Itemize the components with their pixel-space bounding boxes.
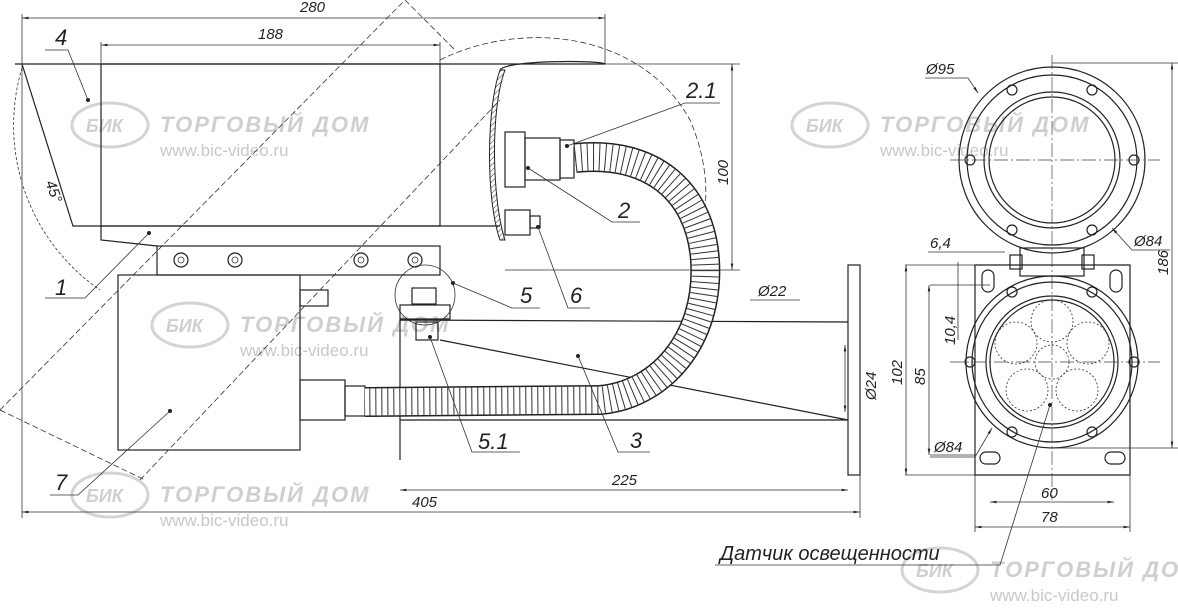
top-flange <box>958 66 1146 254</box>
power-box <box>117 274 301 451</box>
watermark-url: www.bic-video.ru <box>239 341 369 360</box>
front-view: Ø95 Ø84 186 6,4 10,4 85 102 Ø84 60 78 Да… <box>715 55 1178 566</box>
dim-60: 60 <box>1041 485 1058 502</box>
screws <box>964 84 1140 438</box>
dim-d84-top: Ø84 <box>1133 233 1162 250</box>
watermark: БИК ТОРГОВЫЙ ДОМ www.bic-video.ru <box>790 101 1090 160</box>
watermark-logo: БИК <box>86 116 125 136</box>
callouts: 4 1 2.1 2 6 5 5.1 3 7 <box>45 25 720 496</box>
watermark-logo: БИК <box>916 561 955 581</box>
dim-225: 225 <box>611 472 638 489</box>
callout-4: 4 <box>55 25 67 50</box>
watermark-url: www.bic-video.ru <box>159 141 289 160</box>
callout-2: 2 <box>617 198 630 223</box>
light-sensor-label: Датчик освещенности <box>718 543 940 565</box>
camera-housing <box>100 63 441 227</box>
dim-d95: Ø95 <box>925 61 955 78</box>
bolts <box>173 252 423 268</box>
dim-102: 102 <box>889 359 906 385</box>
callout-3: 3 <box>630 428 643 453</box>
dim-10-4: 10,4 <box>942 316 959 345</box>
callout-6: 6 <box>570 283 583 308</box>
bracket-plate <box>156 245 441 276</box>
watermark-logo: БИК <box>166 316 205 336</box>
dim-280: 280 <box>299 0 326 16</box>
callout-5-1: 5.1 <box>478 429 509 454</box>
watermark-company: ТОРГОВЫЙ ДОМ <box>990 556 1178 582</box>
callout-2-1: 2.1 <box>685 78 717 103</box>
dim-78: 78 <box>1041 509 1058 526</box>
flexible-conduit <box>364 142 721 417</box>
callout-1: 1 <box>55 275 67 300</box>
watermark-url: www.bic-video.ru <box>159 511 289 530</box>
watermark: БИК ТОРГОВЫЙ ДОМ www.bic-video.ru <box>150 301 450 360</box>
dim-186: 186 <box>1155 249 1172 275</box>
mount-pole <box>399 319 849 460</box>
dim-d22: Ø22 <box>757 283 787 300</box>
watermark-company: ТОРГОВЫЙ ДОМ <box>880 111 1090 137</box>
dim-d84-bottom: Ø84 <box>933 439 962 456</box>
side-view: 280 188 45° 100 Ø22 Ø24 225 405 4 1 2.1 … <box>0 0 880 518</box>
dim-188: 188 <box>258 26 284 43</box>
watermark-url: www.bic-video.ru <box>989 586 1119 605</box>
watermark: БИК ТОРГОВЫЙ ДОМ www.bic-video.ru <box>900 546 1178 605</box>
watermark-company: ТОРГОВЫЙ ДОМ <box>160 481 370 507</box>
dim-6-4: 6,4 <box>930 235 951 252</box>
watermark-logo: БИК <box>86 486 125 506</box>
dim-45: 45° <box>42 178 66 205</box>
watermarks: БИК ТОРГОВЫЙ ДОМ www.bic-video.ru БИК ТО… <box>70 101 1178 605</box>
dim-405: 405 <box>412 494 438 511</box>
wall-plate <box>847 264 861 476</box>
watermark-url: www.bic-video.ru <box>879 141 1009 160</box>
dim-d24: Ø24 <box>863 372 880 401</box>
watermark-company: ТОРГОВЫЙ ДОМ <box>240 311 450 337</box>
ir-led-array <box>994 299 1110 412</box>
watermark-company: ТОРГОВЫЙ ДОМ <box>160 111 370 137</box>
watermark: БИК ТОРГОВЫЙ ДОМ www.bic-video.ru <box>70 101 370 160</box>
watermark-logo: БИК <box>806 116 845 136</box>
dim-85: 85 <box>912 368 929 385</box>
callout-7: 7 <box>55 470 68 495</box>
dim-100: 100 <box>715 159 732 185</box>
callout-5: 5 <box>520 283 533 308</box>
watermark: БИК ТОРГОВЫЙ ДОМ www.bic-video.ru <box>70 471 370 530</box>
